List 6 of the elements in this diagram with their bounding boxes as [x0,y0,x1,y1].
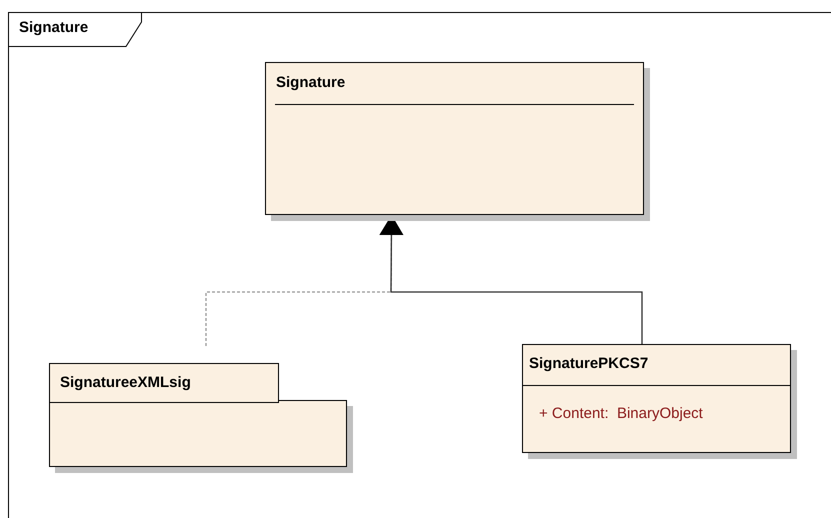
attribute-text: + Content: BinaryObject [539,405,703,422]
class-name: SignaturePKCS7 [529,355,648,372]
frame-border [8,12,831,518]
class-name: Signature [276,74,346,91]
package-name: SignatureeXMLsig [60,374,191,391]
frame-title: Signature [19,19,88,36]
